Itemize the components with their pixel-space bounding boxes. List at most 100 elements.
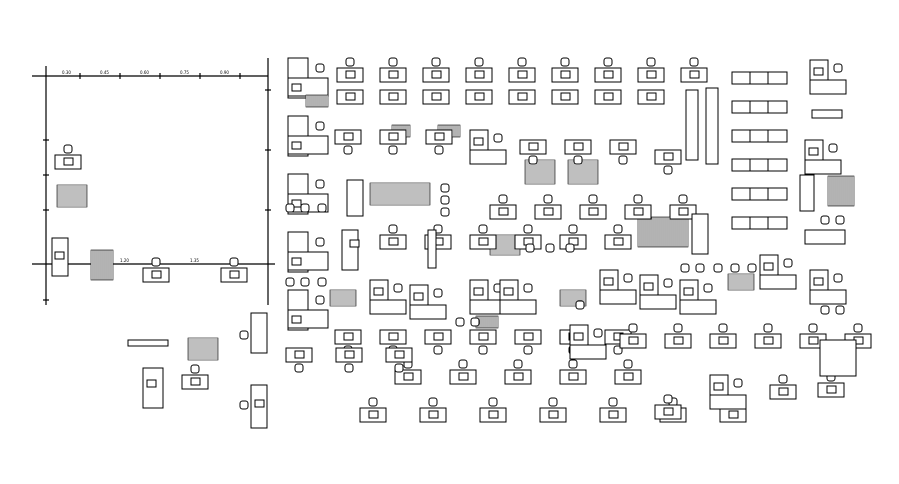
desk — [731, 100, 788, 114]
monitor — [388, 332, 399, 341]
chair — [368, 397, 378, 407]
chair — [820, 305, 830, 315]
chair — [778, 374, 788, 384]
desk — [691, 213, 709, 255]
desk — [369, 299, 407, 315]
chair — [695, 263, 705, 273]
chair — [663, 165, 673, 175]
chair — [646, 57, 656, 67]
monitor — [603, 277, 614, 286]
chair — [315, 295, 325, 305]
hatched-cabinet — [305, 94, 329, 108]
monitor — [573, 142, 584, 151]
monitor — [254, 399, 265, 408]
chair — [344, 363, 354, 373]
monitor — [291, 83, 302, 92]
chair — [618, 155, 628, 165]
chair — [573, 155, 583, 165]
monitor — [603, 92, 614, 101]
monitor — [345, 92, 356, 101]
chair — [613, 224, 623, 234]
monitor — [488, 410, 499, 419]
monitor — [388, 132, 399, 141]
chair — [820, 215, 830, 225]
monitor — [728, 410, 739, 419]
desk — [639, 294, 677, 310]
chair — [151, 257, 161, 267]
chair — [747, 263, 757, 273]
desk — [127, 339, 169, 347]
chair — [523, 224, 533, 234]
desk — [499, 299, 537, 315]
chair — [623, 273, 633, 283]
chair — [493, 133, 503, 143]
chair — [488, 397, 498, 407]
monitor — [523, 332, 534, 341]
desk — [731, 216, 788, 230]
monitor — [613, 237, 624, 246]
dim-label: 0.90 — [220, 70, 229, 75]
chair — [673, 323, 683, 333]
chair — [730, 263, 740, 273]
desk — [705, 87, 719, 165]
chair — [431, 57, 441, 67]
monitor — [763, 336, 774, 345]
monitor — [543, 207, 554, 216]
dim-label: 0.45 — [100, 70, 109, 75]
monitor — [568, 372, 579, 381]
monitor — [503, 287, 514, 296]
monitor — [229, 270, 240, 279]
chair — [474, 57, 484, 67]
chair — [458, 359, 468, 369]
desk — [819, 339, 857, 377]
monitor — [428, 410, 439, 419]
monitor — [513, 372, 524, 381]
chair — [680, 263, 690, 273]
chair — [783, 258, 793, 268]
chair — [315, 63, 325, 73]
chair — [678, 194, 688, 204]
monitor — [431, 70, 442, 79]
chair — [835, 215, 845, 225]
monitor — [349, 239, 360, 248]
hatched-cabinet — [90, 249, 114, 281]
chair — [285, 203, 295, 213]
chair — [833, 273, 843, 283]
monitor — [498, 207, 509, 216]
chair — [560, 57, 570, 67]
chair — [317, 203, 327, 213]
chair — [388, 224, 398, 234]
chair — [528, 155, 538, 165]
monitor — [778, 387, 789, 396]
monitor — [413, 292, 424, 301]
monitor — [633, 207, 644, 216]
chair — [393, 283, 403, 293]
chair — [388, 57, 398, 67]
monitor — [403, 372, 414, 381]
chair — [663, 394, 673, 404]
monitor — [434, 132, 445, 141]
chair — [565, 243, 575, 253]
chair — [808, 323, 818, 333]
chair — [548, 397, 558, 407]
monitor — [190, 377, 201, 386]
monitor — [291, 141, 302, 150]
monitor — [588, 207, 599, 216]
monitor — [678, 207, 689, 216]
chair — [523, 345, 533, 355]
chair — [345, 57, 355, 67]
monitor — [528, 142, 539, 151]
chair — [478, 224, 488, 234]
hatched-cabinet — [369, 182, 431, 206]
hatched-cabinet — [827, 175, 855, 207]
furniture-blocks — [51, 57, 872, 429]
monitor — [683, 287, 694, 296]
chair — [593, 328, 603, 338]
monitor — [394, 350, 405, 359]
monitor — [473, 287, 484, 296]
dimensioned-plan-area: 0.30 0.45 0.60 0.75 0.90 1.05 1.20 1.35 — [32, 58, 275, 305]
monitor — [718, 336, 729, 345]
chair — [239, 330, 249, 340]
desk — [142, 367, 164, 409]
chair — [623, 359, 633, 369]
